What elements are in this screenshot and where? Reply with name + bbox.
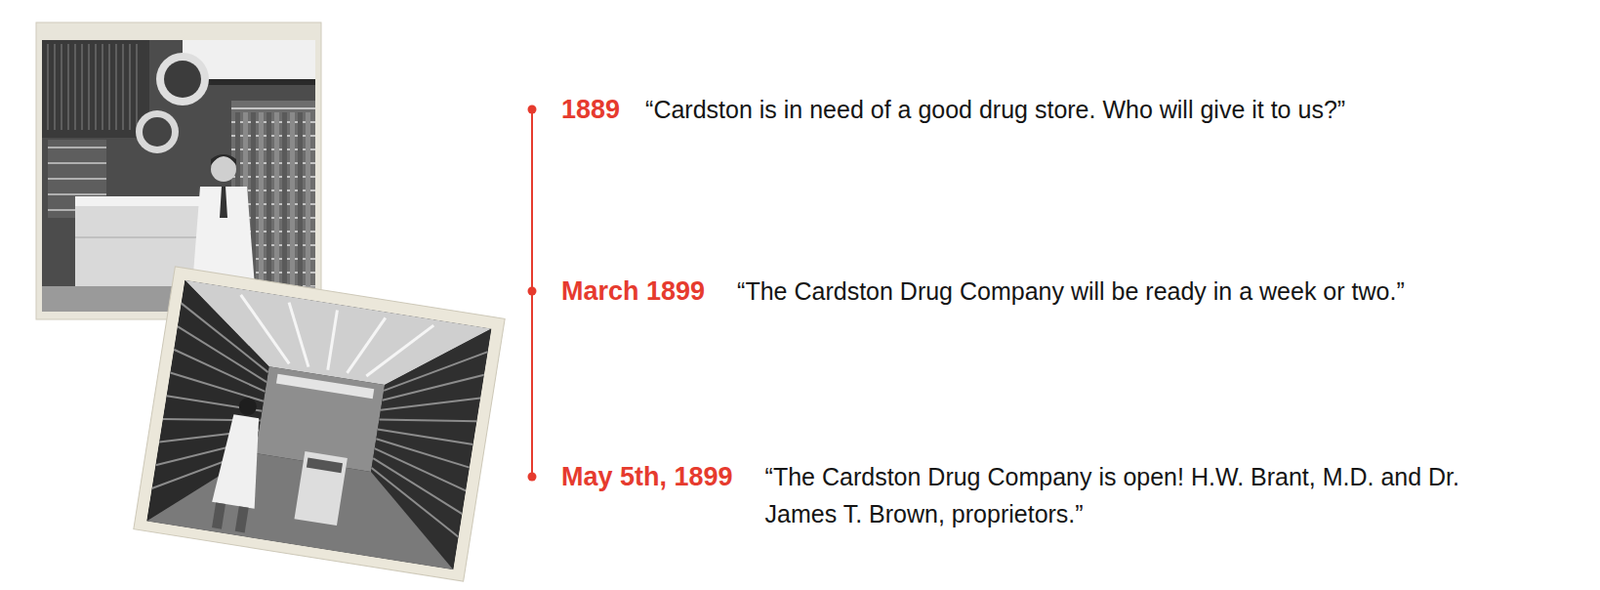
photo-detail xyxy=(231,107,316,110)
photo-detail xyxy=(373,438,472,467)
photo-detail xyxy=(172,302,278,372)
timeline-date: March 1899 xyxy=(561,272,705,310)
photo-detail xyxy=(297,112,303,288)
photo-detail xyxy=(53,43,56,130)
photo-detail xyxy=(305,112,311,288)
photo-detail xyxy=(101,43,104,130)
photo-border xyxy=(133,266,505,581)
counter xyxy=(75,196,212,206)
timeline-quote: “The Cardston Drug Company will be ready… xyxy=(737,272,1405,310)
photo-detail xyxy=(169,349,270,392)
photo-detail xyxy=(282,112,288,288)
photo-detail xyxy=(167,371,266,401)
sale-sign xyxy=(156,52,209,106)
photo-detail xyxy=(378,406,477,435)
pharmacist-figure xyxy=(219,186,228,218)
photo-detail xyxy=(122,43,124,130)
clerk-figure xyxy=(238,396,259,417)
timeline-quote: “Cardston is in need of a good drug stor… xyxy=(645,90,1346,128)
timeline-date: May 5th, 1899 xyxy=(561,457,734,495)
photo-detail xyxy=(328,309,338,370)
photo-detail xyxy=(274,112,280,288)
photo-detail xyxy=(279,302,318,368)
pharmacist-figure xyxy=(210,154,237,165)
photo-detail xyxy=(41,40,150,138)
photo-detail xyxy=(75,237,212,239)
photo-detail xyxy=(289,112,295,288)
sale-sign xyxy=(135,110,179,154)
photo-detail xyxy=(135,43,138,130)
photo-detail xyxy=(128,43,131,130)
photo-detail xyxy=(60,43,63,130)
timeline-dot xyxy=(528,287,537,296)
photo-detail xyxy=(306,457,343,474)
timeline-dot xyxy=(528,105,537,115)
sale-sign xyxy=(164,60,202,98)
photo-detail xyxy=(276,373,374,400)
photo-image xyxy=(146,280,492,571)
photo-detail xyxy=(47,193,107,196)
photo-detail xyxy=(115,43,118,130)
photo-detail xyxy=(108,43,111,130)
photo-detail xyxy=(47,162,107,165)
photo-detail xyxy=(46,43,49,130)
photo-detail xyxy=(94,43,97,130)
photo-detail xyxy=(266,112,272,288)
photo-detail xyxy=(81,43,83,130)
photo-detail xyxy=(146,280,492,571)
clerk-figure xyxy=(211,501,226,529)
timeline-dot xyxy=(528,472,537,482)
photo-detail xyxy=(377,428,474,444)
photo-detail xyxy=(258,112,264,288)
photo-detail xyxy=(347,313,386,378)
photo-detail xyxy=(87,43,90,130)
photo-detail xyxy=(47,177,107,180)
photo-detail xyxy=(67,43,70,130)
display-stand xyxy=(293,451,347,526)
photo-detail xyxy=(170,326,273,382)
clerk-figure xyxy=(235,505,249,533)
photo-detail xyxy=(74,43,77,130)
photo-detail xyxy=(369,448,470,491)
photo-detail xyxy=(380,382,481,425)
photo-detail xyxy=(47,146,107,149)
timeline-date: 1889 xyxy=(561,90,620,128)
clerk-figure xyxy=(211,412,269,509)
sale-sign xyxy=(142,117,172,147)
store-photo xyxy=(133,266,505,581)
floor xyxy=(146,438,467,571)
timeline-quote: “The Cardston Drug Company is open! H.W.… xyxy=(765,457,1522,533)
